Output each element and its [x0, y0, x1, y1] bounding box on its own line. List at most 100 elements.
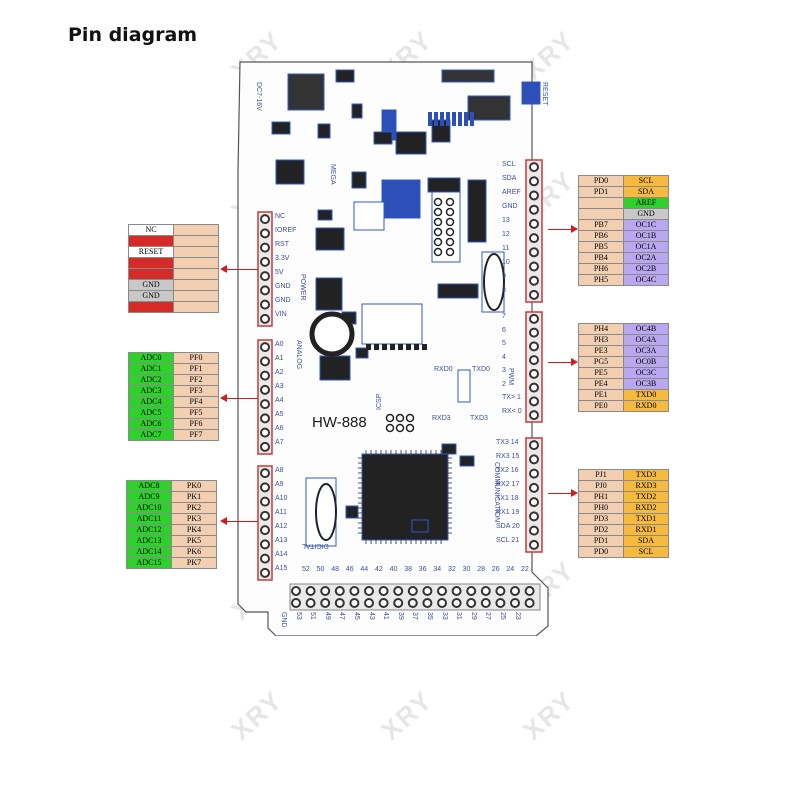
pin-name-cell [128, 257, 174, 269]
table-row: GND [128, 279, 219, 291]
power-header-frame [257, 211, 273, 327]
power-pin-label: 5V [275, 269, 284, 276]
pin-function-cell: RXD0 [623, 400, 669, 412]
power-pin-label: GND [275, 297, 291, 304]
adc-channel-cell: ADC1 [128, 363, 174, 375]
icsp-pin [395, 413, 405, 423]
digital-pin-label: 48 [331, 566, 339, 573]
bottom-header-pin [407, 586, 418, 596]
comm-header-pin [529, 511, 539, 522]
analog-pin-label: A9 [275, 481, 284, 488]
comm-header-pin [529, 539, 539, 550]
digital-pin-label: 44 [360, 566, 369, 573]
power-header-pin [260, 228, 270, 239]
bottom-header-pin [349, 586, 360, 596]
digital-top-header-pin [529, 233, 539, 244]
power-header-pin [260, 256, 270, 267]
port-pin-cell: PH0 [578, 502, 624, 514]
bottom-header-pin [320, 586, 331, 596]
comm-pin-label: TX2 16 [496, 467, 519, 474]
adc-channel-cell: ADC14 [126, 546, 172, 558]
dc-input-label: DC7-16V [255, 82, 262, 111]
table-row [128, 257, 219, 269]
port-pin-cell: PK1 [171, 491, 217, 503]
power-pin-label: RST [275, 241, 289, 248]
port-pin-cell: PD0 [578, 175, 624, 187]
bottom-header-pin [451, 586, 462, 596]
pin-name-cell: GND [128, 279, 174, 291]
table-row [128, 268, 219, 280]
power-header-pin [260, 299, 270, 310]
pwm-header-pin [529, 396, 539, 407]
board-component [437, 283, 479, 299]
bottom-header-pin [422, 586, 433, 596]
digital-pin-label: 50 [316, 566, 325, 573]
adc-channel-cell: ADC11 [126, 513, 172, 525]
board-component [361, 453, 449, 541]
pin-function-cell: RXD3 [623, 480, 669, 492]
board-component [275, 159, 305, 185]
port-pin-cell: PH3 [578, 334, 624, 346]
power-section-label: POWER [299, 274, 306, 301]
adc-channel-cell: ADC2 [128, 374, 174, 386]
header-pin [433, 227, 443, 237]
board-component [441, 443, 457, 455]
pwm-header-pin [529, 327, 539, 338]
comm-header-pin [529, 482, 539, 493]
port-pin-cell: PE3 [578, 345, 624, 357]
bottom-header-pin [524, 598, 535, 608]
board-component [441, 69, 495, 83]
pwm-section-label: PWM [507, 368, 514, 386]
digital-top-header-pin [529, 275, 539, 286]
analog-a-header-pin [260, 370, 270, 381]
analog-pin-label: A14 [275, 551, 288, 558]
digital-top-header-pin [529, 162, 539, 173]
bottom-header-pin [291, 586, 301, 596]
arrow-power [220, 265, 258, 273]
board-component [395, 131, 427, 155]
analog-b-header-pin [260, 482, 270, 493]
comm-header-pin [529, 525, 539, 536]
adc-channel-cell: ADC4 [128, 396, 174, 408]
digital-pin-label: 12 [502, 231, 510, 238]
table-row [128, 301, 219, 313]
pin-function-cell [173, 246, 219, 258]
board-component [335, 69, 355, 83]
analog-b-header-pin [260, 567, 270, 578]
pin-function-cell [173, 224, 219, 236]
crystal-oscillator [483, 253, 505, 311]
bottom-header-pin [334, 598, 345, 608]
port-pin-cell: PK7 [171, 557, 217, 569]
comm-header-frame [525, 437, 543, 553]
port-pin-cell: PJ0 [578, 480, 624, 492]
pwm-pin-label: 2 [502, 380, 506, 388]
pwm-pin-label: 5 [502, 340, 506, 347]
icsp-pin [385, 413, 395, 423]
port-pin-cell: PE0 [578, 400, 624, 412]
comm-header-pin [529, 440, 539, 451]
pin-function-cell [173, 290, 219, 302]
analog-b-header-pin [260, 539, 270, 550]
bottom-header-pin [466, 598, 477, 608]
power-pin-label: 3.3V [275, 255, 290, 262]
bottom-header-pin [364, 598, 374, 608]
icsp-pin [385, 423, 395, 433]
digital-pin-label: 11 [502, 245, 510, 252]
digital-pin-label: 38 [404, 566, 412, 573]
pin-function-cell: TXD2 [623, 491, 669, 503]
board-component [427, 177, 461, 193]
pin-function-cell: OC0B [623, 356, 669, 368]
